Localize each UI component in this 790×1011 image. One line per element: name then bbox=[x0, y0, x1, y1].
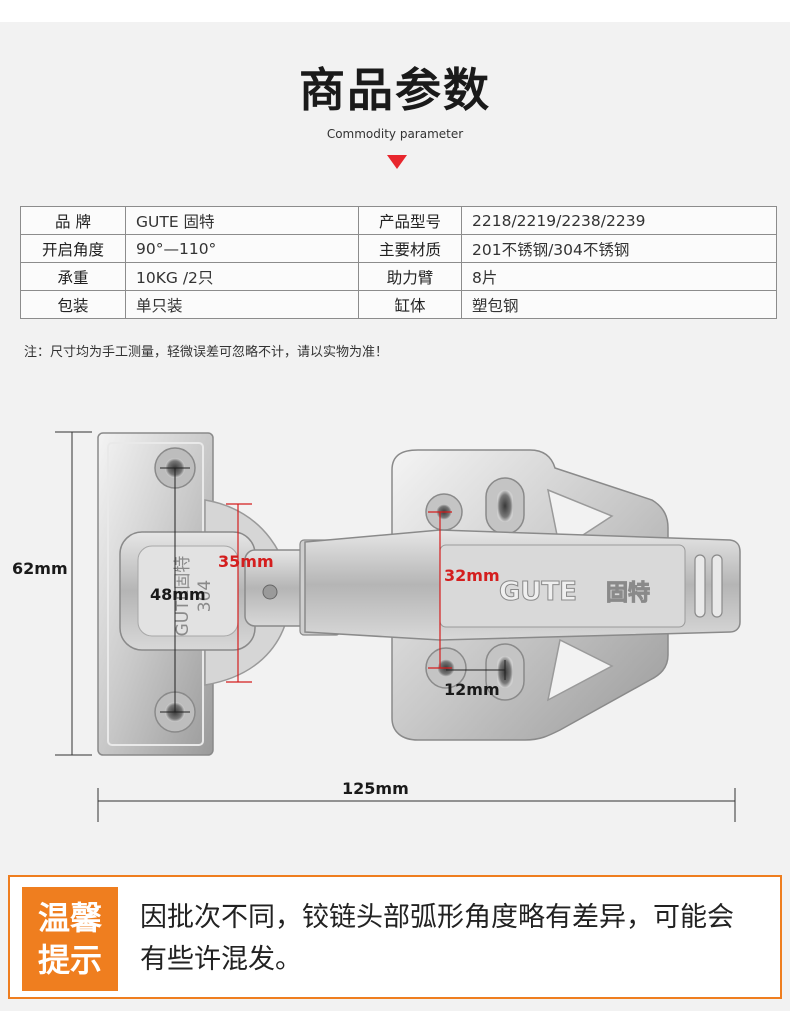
param-value: 2218/2219/2238/2239 bbox=[461, 206, 777, 235]
param-label: 品 牌 bbox=[20, 206, 126, 235]
total-length-dimension-line bbox=[97, 788, 736, 822]
measurement-note: 注：尺寸均为手工测量，轻微误差可忽略不计，请以实物为准！ bbox=[24, 345, 389, 360]
param-value: 塑包钢 bbox=[461, 290, 777, 319]
param-value: 201不锈钢/304不锈钢 bbox=[461, 234, 777, 263]
hinge-cup-plate: GUTE固特 304 bbox=[97, 432, 291, 756]
total-length-label: 125mm bbox=[342, 779, 409, 798]
tip-badge-line1: 温馨 bbox=[37, 899, 102, 937]
brand-stamp: GUTE bbox=[499, 577, 577, 607]
warm-tip-badge: 温馨 提示 bbox=[22, 887, 118, 991]
param-value: 单只装 bbox=[125, 290, 359, 319]
tip-text: 因批次不同，铰链头部弧形角度略有差异，可能会有些许混发。 bbox=[140, 902, 734, 975]
screw-spacing-label: 48mm bbox=[150, 585, 206, 604]
parameter-table: 品 牌 GUTE 固特 产品型号 2218/2219/2238/2239 开启角… bbox=[20, 206, 777, 319]
height-dimension-line bbox=[55, 431, 92, 756]
param-label: 承重 bbox=[20, 262, 126, 291]
param-label: 主要材质 bbox=[358, 234, 462, 263]
table-row: 品 牌 GUTE 固特 产品型号 2218/2219/2238/2239 bbox=[20, 206, 777, 235]
param-value: 10KG /2只 bbox=[125, 262, 359, 291]
table-row: 包装 单只装 缸体 塑包钢 bbox=[20, 290, 777, 319]
tip-badge-line2: 提示 bbox=[37, 941, 102, 979]
param-label: 开启角度 bbox=[20, 234, 126, 263]
cup-stamp-code: 304 bbox=[195, 580, 215, 612]
screw-spacing-dimension-line bbox=[160, 467, 190, 713]
top-band bbox=[0, 0, 790, 22]
hinge-main-arm: GUTE 固特 bbox=[304, 529, 741, 641]
plate-offset-label: 12mm bbox=[444, 680, 500, 699]
table-row: 开启角度 90°—110° 主要材质 201不锈钢/304不锈钢 bbox=[20, 234, 777, 263]
warm-tip-box: 温馨 提示 因批次不同，铰链头部弧形角度略有差异，可能会有些许混发。 bbox=[8, 875, 782, 999]
param-value: GUTE 固特 bbox=[125, 206, 359, 235]
plate-offset-dimension-line bbox=[446, 660, 506, 680]
param-label: 缸体 bbox=[358, 290, 462, 319]
plate-height-dimension-line bbox=[428, 511, 452, 669]
page-title: 商品参数 bbox=[299, 63, 491, 117]
height-label: 62mm bbox=[12, 559, 68, 578]
cup-stamp-brand: GUTE固特 bbox=[173, 556, 193, 637]
param-value: 8片 bbox=[461, 262, 777, 291]
down-triangle-icon bbox=[387, 155, 407, 169]
cup-diameter-label: 35mm bbox=[218, 552, 274, 571]
param-label: 助力臂 bbox=[358, 262, 462, 291]
brand-stamp-cn: 固特 bbox=[606, 580, 650, 606]
page-subtitle: Commodity parameter bbox=[326, 127, 464, 141]
param-label: 包装 bbox=[20, 290, 126, 319]
cup-stamp: GUTE固特 304 bbox=[173, 556, 215, 637]
hinge-illustration: GUTE固特 304 GUTE 固特 bbox=[55, 431, 741, 822]
cup-diameter-dimension-line bbox=[226, 503, 252, 683]
param-label: 产品型号 bbox=[358, 206, 462, 235]
param-value: 90°—110° bbox=[125, 234, 359, 263]
table-row: 承重 10KG /2只 助力臂 8片 bbox=[20, 262, 777, 291]
plate-height-label: 32mm bbox=[444, 566, 500, 585]
